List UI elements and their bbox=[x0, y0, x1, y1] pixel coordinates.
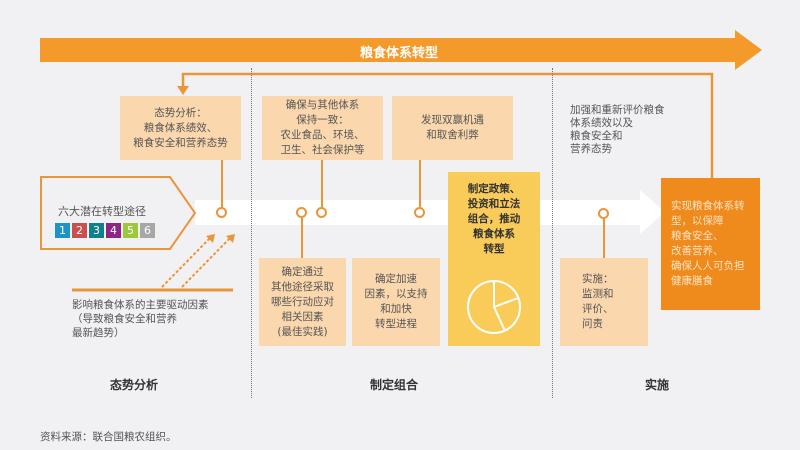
process-band-arrow bbox=[195, 190, 665, 234]
phase-divider bbox=[552, 68, 553, 398]
reassess-text: 加强和重新评价粮食 体系绩效以及 粮食安全和 营养态势 bbox=[570, 104, 665, 155]
diagram-title: 粮食体系转型 bbox=[360, 46, 439, 61]
pathways-label: 六大潜在转型途径 bbox=[58, 205, 146, 218]
pie-icon bbox=[467, 280, 521, 334]
pathway-tile: 3 bbox=[89, 223, 104, 238]
synergy-box: 发现双赢机遇 和取舍利弊 bbox=[392, 96, 513, 160]
source-note: 资料来源：联合国粮农组织。 bbox=[40, 431, 177, 443]
phase-divider bbox=[251, 68, 252, 398]
phase-label: 制定组合 bbox=[370, 378, 419, 392]
feedback-arrowhead bbox=[177, 86, 189, 95]
pathway-tile: 1 bbox=[55, 223, 70, 238]
phase-label: 实施 bbox=[645, 378, 670, 392]
top-arrow bbox=[40, 30, 762, 70]
situation-box: 态势分析： 粮食体系绩效、 粮食安全和营养态势 bbox=[120, 96, 241, 160]
pathway-tile: 4 bbox=[106, 223, 121, 238]
policy-box: 制定政策、 投资和立法 组合，推动 粮食体系 转型 bbox=[448, 172, 540, 346]
final-box: 实现粮食体系转 型，以保障 粮食安全、 改善营养、 确保人人可负担 健康膳食 bbox=[661, 178, 760, 310]
pathway-tile: 2 bbox=[72, 223, 87, 238]
connector-node bbox=[296, 207, 307, 218]
pathway-tile: 6 bbox=[140, 223, 155, 238]
implement-box: 实施： 监测和 评价、 问责 bbox=[560, 258, 648, 346]
align-box: 确保与其他体系 保持一致： 农业食品、环境、 卫生、社会保护等 bbox=[262, 96, 383, 160]
accelerate-box: 确定加速 因素，以支持 和加快 转型进程 bbox=[352, 258, 440, 346]
connector-node bbox=[598, 208, 609, 219]
feedback-line bbox=[181, 72, 714, 178]
identify-box: 确定通过 其他途径采取 哪些行动应对 相关因素 (最佳实践) bbox=[259, 258, 346, 346]
connector-node bbox=[316, 207, 327, 218]
drivers-text: 影响粮食体系的主要驱动因素 （导致粮食安全和营养 最新趋势） bbox=[72, 299, 209, 339]
pathway-tile: 5 bbox=[123, 223, 138, 238]
connector-node bbox=[414, 207, 425, 218]
phase-label: 态势分析 bbox=[110, 378, 159, 392]
connector-node bbox=[216, 207, 227, 218]
